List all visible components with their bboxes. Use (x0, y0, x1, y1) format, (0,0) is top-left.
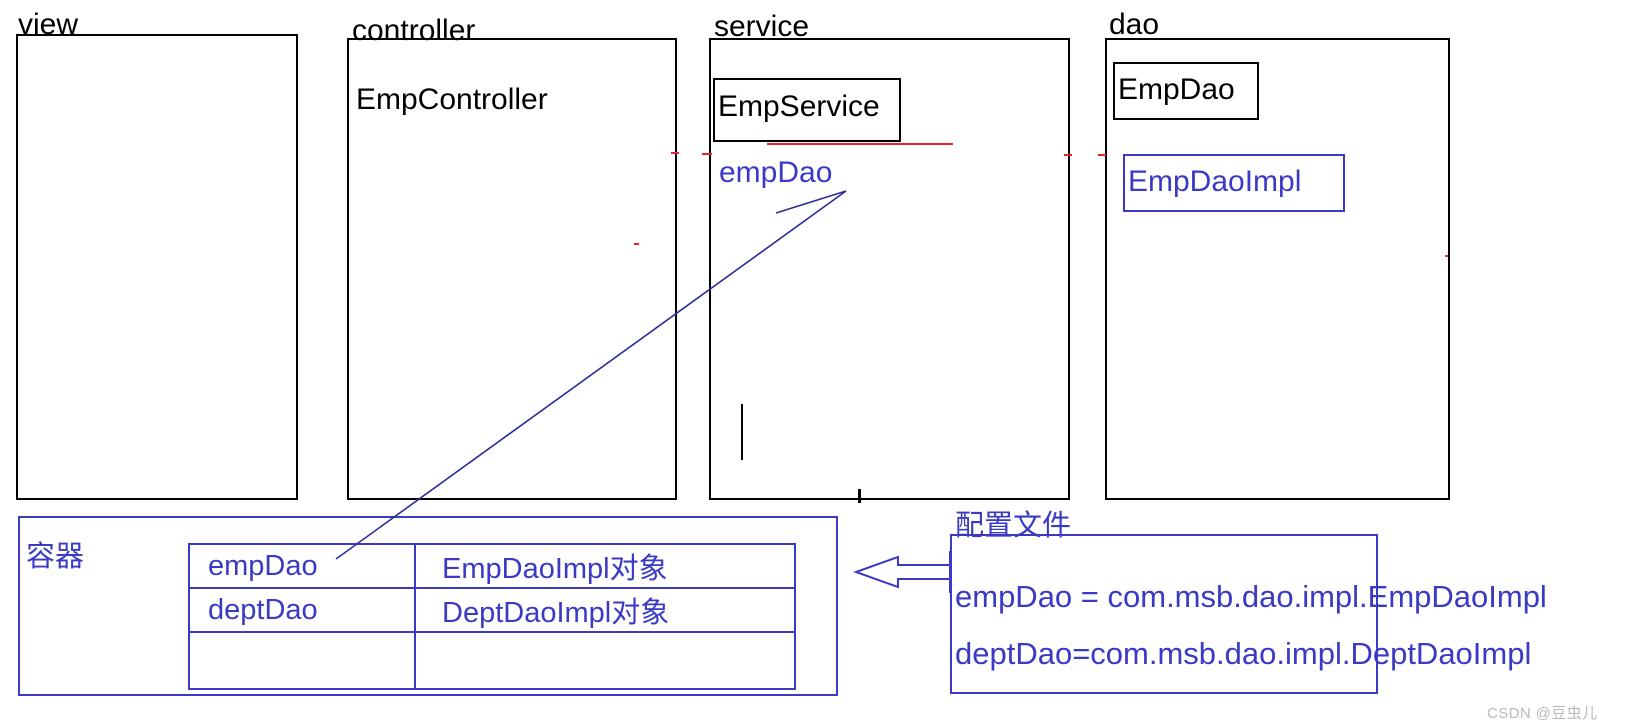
table-row: empDao EmpDaoImpl对象 (188, 543, 796, 589)
package-label-controller: controller (352, 14, 476, 47)
package-box-view (16, 34, 298, 500)
class-label-emp-dao-impl: EmpDaoImpl (1128, 165, 1302, 198)
config-to-container-arrow (853, 551, 951, 593)
container-label: 容器 (26, 541, 85, 573)
config-file-label: 配置文件 (955, 510, 1072, 542)
class-label-emp-service: EmpService (718, 90, 880, 123)
config-line-dept-dao: deptDao=com.msb.dao.impl.DeptDaoImpl (955, 636, 1532, 671)
class-box-emp-dao-impl (1123, 154, 1345, 212)
container-bean-table: empDao EmpDaoImpl对象 deptDao DeptDaoImpl对… (188, 543, 796, 690)
artifact-speck-dao (1445, 255, 1448, 257)
csdn-watermark: CSDN @豆虫儿 (1487, 705, 1598, 722)
bean-object-cell (414, 631, 796, 690)
emp-service-red-underline (767, 143, 953, 145)
container-bean-table-body: empDao EmpDaoImpl对象 deptDao DeptDaoImpl对… (188, 543, 796, 690)
artifact-line-service-inner (741, 404, 743, 460)
config-file-box (950, 534, 1378, 694)
field-label-emp-dao: empDao (719, 156, 833, 189)
artifact-tick-controller-right (671, 152, 679, 154)
bean-name-cell: empDao (188, 543, 416, 589)
class-box-emp-service (713, 78, 901, 142)
package-label-view: view (18, 8, 79, 41)
artifact-tick-service-left (702, 153, 712, 155)
class-label-emp-controller: EmpController (356, 83, 548, 116)
class-box-emp-dao (1113, 62, 1259, 120)
package-box-dao (1105, 38, 1450, 500)
bean-name-cell: deptDao (188, 587, 416, 633)
config-line-emp-dao: empDao = com.msb.dao.impl.EmpDaoImpl (955, 579, 1547, 614)
artifact-tick-service-right (1064, 154, 1072, 156)
package-label-service: service (714, 10, 810, 43)
bean-object-cell: DeptDaoImpl对象 (414, 587, 796, 633)
table-row (188, 631, 796, 690)
class-label-emp-dao: EmpDao (1118, 73, 1235, 106)
package-label-dao: dao (1109, 8, 1160, 41)
bean-object-cell: EmpDaoImpl对象 (414, 543, 796, 589)
table-row: deptDao DeptDaoImpl对象 (188, 587, 796, 633)
artifact-tick-dao-left (1098, 154, 1106, 156)
artifact-speck-controller (634, 243, 639, 245)
artifact-tick-service-bottom (858, 489, 861, 503)
bean-name-cell (188, 631, 416, 690)
